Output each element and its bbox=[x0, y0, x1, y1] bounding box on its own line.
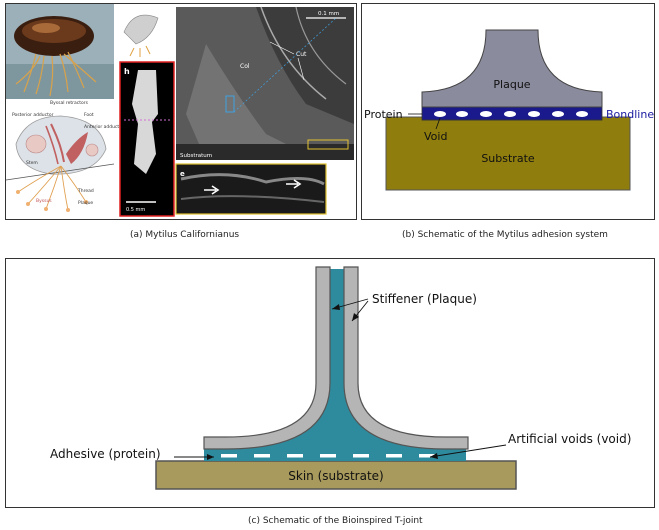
label-artificial-voids: Artificial voids (void) bbox=[508, 432, 631, 446]
label-bondline: Bondline bbox=[606, 108, 654, 121]
panel-c-diagram: Stiffener (Plaque) Adhesive (protein) Ar… bbox=[50, 266, 631, 490]
label-anterior-adductor: Anterior adductor bbox=[84, 124, 124, 130]
void-markers bbox=[434, 111, 588, 117]
stiffener-right bbox=[343, 266, 469, 450]
label-protein: Protein bbox=[364, 108, 403, 121]
label-byssal-retractors: Byssal retractors bbox=[50, 100, 89, 106]
panel-c-frame: Stiffener (Plaque) Adhesive (protein) Ar… bbox=[5, 258, 655, 508]
label-scale-main: 0.1 mm bbox=[318, 11, 339, 17]
label-substratum: Substratum bbox=[180, 153, 212, 159]
label-scale-h: 0.5 mm bbox=[126, 207, 145, 213]
skin-block bbox=[155, 460, 517, 490]
label-foot: Foot bbox=[84, 112, 94, 118]
label-cut: Cut bbox=[296, 51, 307, 58]
label-e: e bbox=[180, 170, 185, 178]
panel-a-frame: Byssal retractors Posterior adductor Foo… bbox=[5, 3, 357, 220]
label-byssus: Byssus bbox=[36, 198, 52, 204]
plaque-shape bbox=[421, 29, 603, 108]
label-stiffener: Stiffener (Plaque) bbox=[372, 292, 477, 306]
panel-b-diagram: Plaque Protein Bondline Void Substrate bbox=[364, 29, 654, 191]
caption-a: (a) Mytilus Californianus bbox=[130, 230, 240, 240]
stiffener-left bbox=[203, 266, 331, 450]
label-col: Col bbox=[240, 63, 250, 70]
caption-c: (c) Schematic of the Bioinspired T-joint bbox=[248, 516, 423, 526]
mussel-anatomy-drawing: Byssal retractors Posterior adductor Foo… bbox=[6, 99, 124, 219]
substrate-block bbox=[385, 116, 631, 191]
label-skin: Skin (substrate) bbox=[288, 469, 384, 483]
label-plaque: Plaque bbox=[78, 200, 93, 206]
label-posterior-adductor: Posterior adductor bbox=[12, 112, 54, 118]
plaque-cone-icon bbox=[123, 14, 159, 57]
caption-b: (b) Schematic of the Mytilus adhesion sy… bbox=[402, 230, 608, 240]
sem-panel-e: e bbox=[175, 163, 327, 215]
panel-b-frame: Plaque Protein Bondline Void Substrate bbox=[361, 3, 655, 220]
label-stem: Stem bbox=[26, 160, 38, 166]
label-substrate: Substrate bbox=[481, 152, 535, 165]
adhesive-core bbox=[204, 269, 466, 453]
sem-main-image: 0.1 mm Col Cut Substratum bbox=[176, 6, 354, 160]
label-adhesive: Adhesive (protein) bbox=[50, 447, 161, 461]
sem-panel-h: h 0.5 mm bbox=[119, 61, 175, 217]
label-h: h bbox=[124, 67, 130, 76]
label-thread: Thread bbox=[77, 188, 94, 194]
label-plaque-b: Plaque bbox=[493, 78, 530, 91]
mussel-photo bbox=[6, 4, 114, 99]
artificial-voids bbox=[221, 454, 435, 458]
panel-a-figure: Byssal retractors Posterior adductor Foo… bbox=[6, 4, 354, 219]
label-void: Void bbox=[424, 130, 447, 143]
